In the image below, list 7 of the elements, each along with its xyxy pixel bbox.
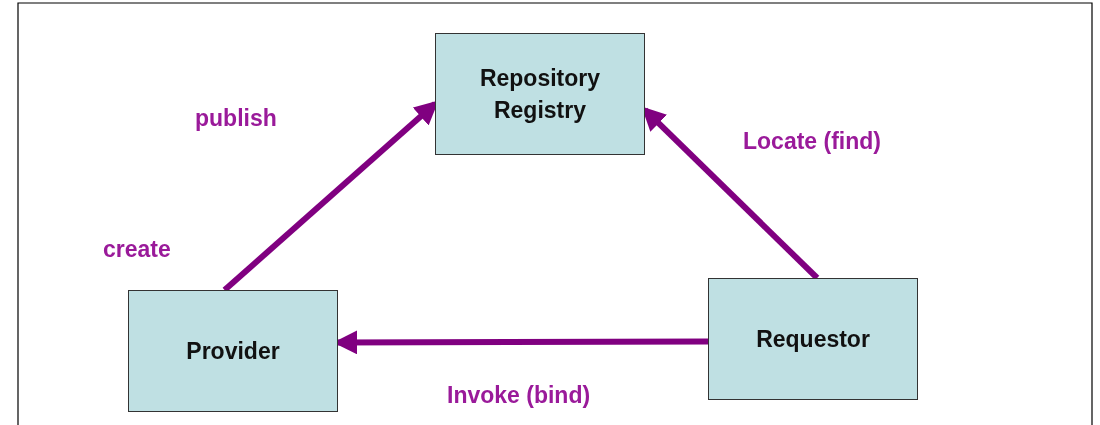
- edge-label: Invoke (bind): [447, 382, 591, 409]
- edge-label: publish: [195, 105, 277, 132]
- step-label: create: [103, 236, 171, 263]
- process-box: Provider: [128, 290, 338, 412]
- process-box: Repository Registry: [435, 33, 645, 155]
- process-box: Requestor: [708, 278, 918, 400]
- edge-label: Locate (find): [743, 128, 881, 155]
